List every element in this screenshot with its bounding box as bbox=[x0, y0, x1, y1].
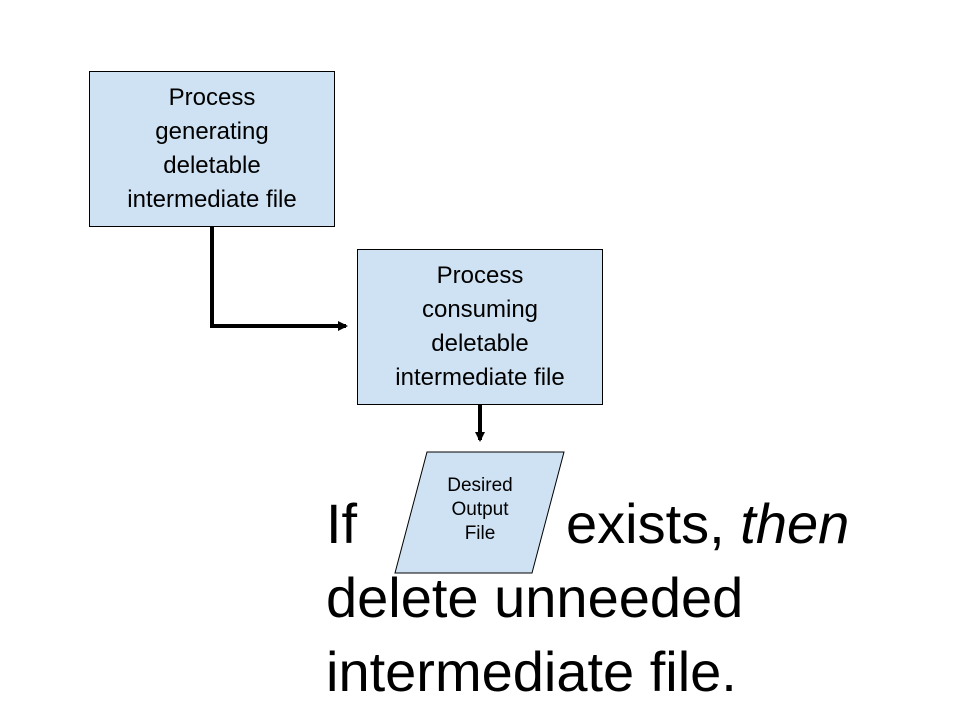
process-consuming-line-3: deletable bbox=[431, 330, 529, 357]
desired-output-line-3: File bbox=[464, 523, 496, 544]
desired-output-file-label: Desired Output File bbox=[420, 474, 540, 546]
process-consuming-line-2: consuming bbox=[421, 296, 539, 323]
statement-if-word: If bbox=[326, 492, 358, 555]
desired-output-line-2: Output bbox=[451, 499, 509, 520]
desired-output-line-1: Desired bbox=[447, 475, 513, 496]
statement-line-2: delete unneeded bbox=[326, 566, 744, 629]
process-generating-line-2: generating bbox=[155, 118, 269, 145]
process-consuming-box: Process consuming deletable intermediate… bbox=[357, 249, 603, 405]
statement-exists-clause: exists, then bbox=[566, 488, 849, 560]
desired-output-file-shape bbox=[394, 451, 565, 574]
statement-then-word: then bbox=[740, 492, 850, 555]
process-generating-line-4: intermediate file bbox=[127, 186, 297, 213]
process-consuming-line-4: intermediate file bbox=[395, 364, 565, 391]
statement-line-3: intermediate file. bbox=[326, 640, 737, 703]
process-generating-line-3: deletable bbox=[163, 152, 261, 179]
arrow-generating-to-consuming bbox=[210, 227, 348, 331]
process-generating-line-1: Process bbox=[168, 84, 256, 111]
statement-exists-word: exists, bbox=[566, 492, 725, 555]
process-generating-box: Process generating deletable intermediat… bbox=[89, 71, 335, 227]
process-consuming-line-1: Process bbox=[436, 262, 524, 289]
